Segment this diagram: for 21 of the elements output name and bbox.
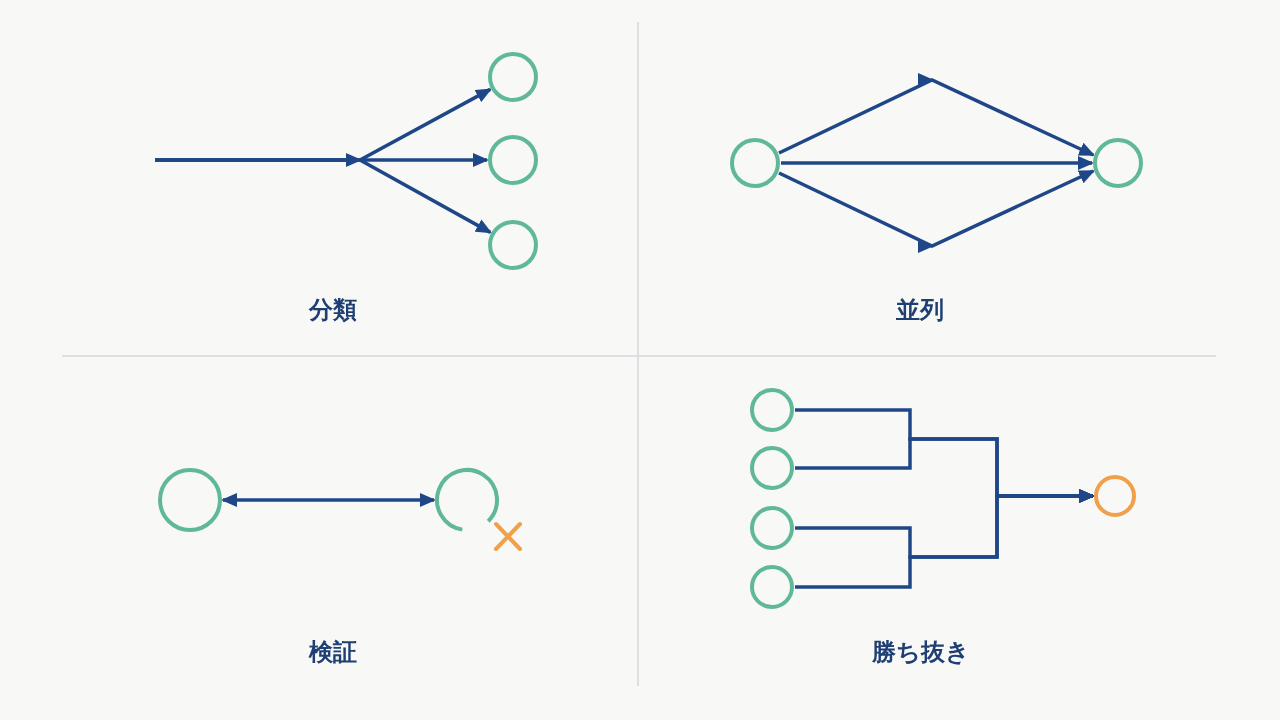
arrow xyxy=(221,493,436,507)
circle-node xyxy=(750,565,794,609)
panel-title: 分類 xyxy=(309,295,357,326)
panel-title: 検証 xyxy=(309,637,357,668)
circle-node xyxy=(488,220,538,270)
circle-node xyxy=(750,388,794,432)
arrow xyxy=(778,169,1095,253)
circle-node xyxy=(1093,138,1143,188)
arrow xyxy=(778,73,1095,157)
panel-title: 並列 xyxy=(896,295,944,326)
circle-node xyxy=(1094,475,1136,517)
circle-node xyxy=(730,138,780,188)
circle-node xyxy=(488,52,538,102)
circle-node xyxy=(750,446,794,490)
arrow xyxy=(155,158,492,234)
circle-node xyxy=(750,506,794,550)
circle-node xyxy=(158,468,222,532)
arrow xyxy=(781,156,1094,170)
circle-node xyxy=(488,135,538,185)
panel-title: 勝ち抜き xyxy=(872,637,970,668)
arrow xyxy=(795,489,1095,589)
